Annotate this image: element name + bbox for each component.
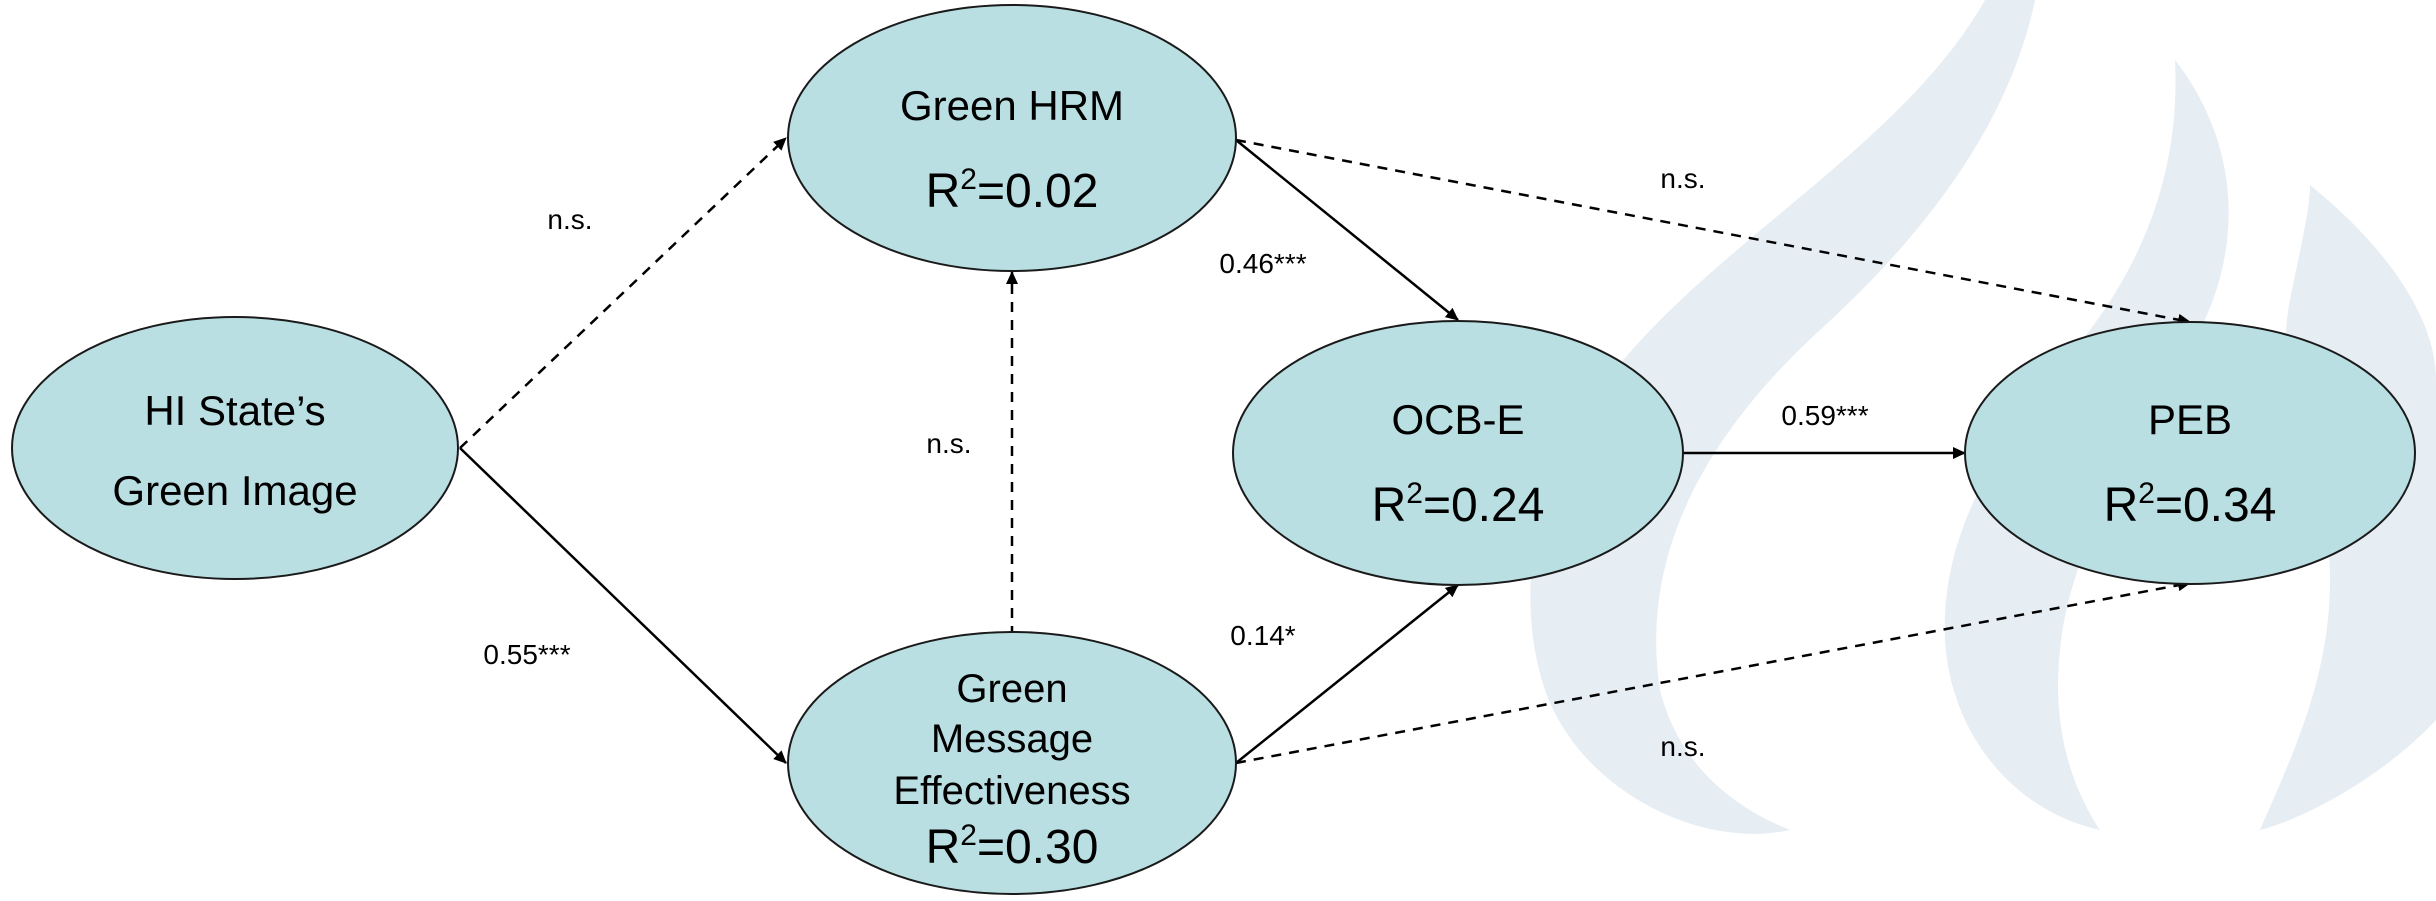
node-green-hrm: Green HRM R2=0.02 [787, 4, 1237, 272]
node-hi-state: HI State’s Green Image [11, 316, 459, 580]
hi-state-line1: HI State’s [144, 387, 325, 434]
label-hrm-to-peb: n.s. [1660, 163, 1705, 194]
edges [459, 137, 2191, 765]
peb-r2: R2=0.34 [2104, 477, 2277, 532]
label-msg-to-peb: n.s. [1660, 731, 1705, 762]
green-msg-line2: Message [931, 717, 1093, 761]
node-ocb-e: OCB-E R2=0.24 [1232, 320, 1684, 586]
label-msg-to-hrm: n.s. [926, 428, 971, 459]
label-hrm-to-ocb: 0.46*** [1219, 248, 1306, 279]
green-msg-line3: Effectiveness [893, 769, 1130, 813]
label-hi-to-hrm: n.s. [547, 204, 592, 235]
green-hrm-r2: R2=0.02 [926, 163, 1099, 218]
edge-hi-to-hrm [459, 137, 787, 449]
hi-state-line2: Green Image [112, 467, 357, 514]
edge-msg-to-ocb [1235, 584, 1459, 764]
label-ocb-to-peb: 0.59*** [1781, 400, 1868, 431]
edge-hrm-to-ocb [1235, 139, 1459, 321]
ocb-e-r2: R2=0.24 [1372, 477, 1545, 532]
peb-title: PEB [2148, 396, 2232, 443]
edge-hi-to-msg [459, 447, 787, 764]
green-msg-line1: Green [956, 667, 1067, 711]
label-msg-to-ocb: 0.14* [1230, 620, 1295, 651]
green-hrm-title: Green HRM [900, 82, 1124, 129]
label-hi-to-msg: 0.55*** [483, 639, 570, 670]
edge-labels: n.s. 0.55*** n.s. 0.46*** 0.14* 0.59*** … [483, 163, 1868, 762]
ocb-e-title: OCB-E [1391, 396, 1524, 443]
node-peb: PEB R2=0.34 [1964, 321, 2416, 585]
green-msg-r2: R2=0.30 [926, 819, 1099, 874]
node-green-message-effectiveness: Green Message Effectiveness R2=0.30 [787, 631, 1237, 895]
